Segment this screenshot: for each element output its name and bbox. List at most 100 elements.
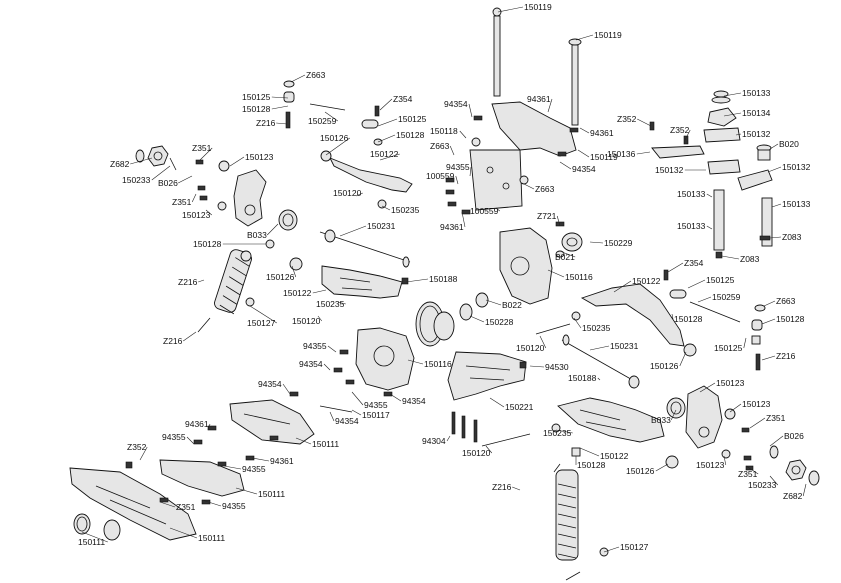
callout-leader [379, 153, 400, 161]
callout-leader [389, 393, 402, 402]
part-number-label: 94354 [299, 359, 323, 369]
callout-leader [637, 118, 652, 127]
callout-leader [706, 225, 713, 230]
part-number-label: 150132 [655, 165, 684, 175]
callout-leader [767, 166, 782, 173]
callout-leader [271, 96, 289, 99]
callout-leader [291, 265, 297, 278]
callout-leader [745, 465, 759, 475]
callout-leader [539, 335, 547, 349]
callout-leader [559, 161, 572, 170]
callout-leader [183, 331, 197, 342]
callout-leader [381, 205, 391, 211]
callout-leader [577, 149, 590, 158]
callout-leader [469, 166, 472, 177]
part-number-label: 150188 [429, 274, 458, 284]
callout-leader [771, 203, 782, 208]
callout-leader [337, 301, 346, 305]
center-differential [415, 292, 489, 347]
callout-leader [697, 296, 712, 303]
part-number-label: 150133 [677, 189, 706, 199]
part-number-label: Z083 [740, 254, 760, 264]
front-bulkhead [445, 101, 579, 215]
part-number-label: 94361 [440, 222, 464, 232]
part-number-label: 150133 [782, 199, 811, 209]
part-number-label: 150123 [696, 460, 725, 470]
callout-leader [723, 92, 742, 97]
part-number-label: 150120 [292, 316, 321, 326]
part-number-label: 94304 [422, 436, 446, 446]
callout-leader [699, 382, 716, 393]
part-number-label: 150123 [182, 210, 211, 220]
part-number-label: 150235 [316, 299, 345, 309]
part-number-label: 100559 [426, 171, 455, 181]
callout-leader [671, 313, 674, 320]
callout-leader [229, 156, 245, 167]
callout-leader [589, 345, 610, 351]
callout-leader [769, 475, 779, 486]
callout-leader [449, 145, 455, 156]
callout-leader [749, 417, 766, 429]
callout-leader [743, 337, 747, 349]
callout-leader [547, 269, 565, 278]
part-number-label: B020 [779, 139, 799, 149]
callout-leader [573, 317, 582, 329]
part-number-label: 150120 [462, 448, 491, 458]
callout-leader [589, 241, 604, 244]
callout-leader [512, 486, 521, 491]
part-number-label: Z354 [684, 258, 704, 268]
part-number-label: Z216 [178, 277, 198, 287]
callout-leader [489, 397, 505, 408]
part-number-label: 150235 [391, 205, 420, 215]
callout-leader [579, 127, 590, 134]
callout-leader [223, 465, 242, 470]
callout-leader [271, 105, 289, 110]
rear-shock-mount-stack [649, 90, 773, 259]
part-number-label: Z682 [110, 159, 130, 169]
part-number-label: 150134 [742, 108, 771, 118]
part-number-label: 100559 [470, 206, 499, 216]
callout-leader [461, 211, 466, 228]
callout-leader [235, 487, 258, 495]
callout-leader [323, 363, 331, 371]
part-number-label: 150126 [266, 272, 295, 282]
callout-leader [613, 280, 632, 293]
callout-leader [763, 300, 776, 307]
part-number-label: 94355 [162, 432, 186, 442]
callout-leader [561, 251, 576, 258]
callout-leader [529, 365, 545, 368]
part-number-label: 150125 [242, 92, 271, 102]
steering-knuckle-left [195, 159, 298, 249]
part-number-label: Z351 [176, 502, 196, 512]
part-number-label: 150126 [650, 361, 679, 371]
part-number-label: 150120 [516, 343, 545, 353]
callout-leader [407, 359, 424, 365]
part-number-label: 150136 [607, 149, 636, 159]
callout-leader [377, 118, 398, 127]
callout-leader [497, 6, 524, 13]
part-number-label: 150233 [748, 480, 777, 490]
part-number-label: Z663 [776, 296, 796, 306]
part-number-label: 150122 [600, 451, 629, 461]
callout-leader [761, 355, 776, 361]
callout-leader [198, 279, 205, 283]
part-number-label: 150133 [677, 221, 706, 231]
part-number-label: Z721 [537, 211, 557, 221]
callout-leader [459, 130, 467, 139]
part-number-label: 94361 [527, 94, 551, 104]
part-number-label: 94355 [222, 501, 246, 511]
callout-leader [769, 143, 779, 150]
part-number-label: 150125 [706, 275, 735, 285]
callout-leader [266, 223, 279, 236]
callout-leader [251, 457, 270, 462]
part-number-label: Z352 [127, 442, 147, 452]
callout-leader [169, 527, 198, 539]
callout-leader [151, 165, 171, 181]
callout-leader [282, 383, 291, 395]
part-number-label: 150231 [367, 221, 396, 231]
part-number-label: Z352 [670, 125, 690, 135]
callout-leader [721, 255, 740, 260]
callout-leader [295, 437, 312, 445]
callout-leader [706, 193, 713, 198]
